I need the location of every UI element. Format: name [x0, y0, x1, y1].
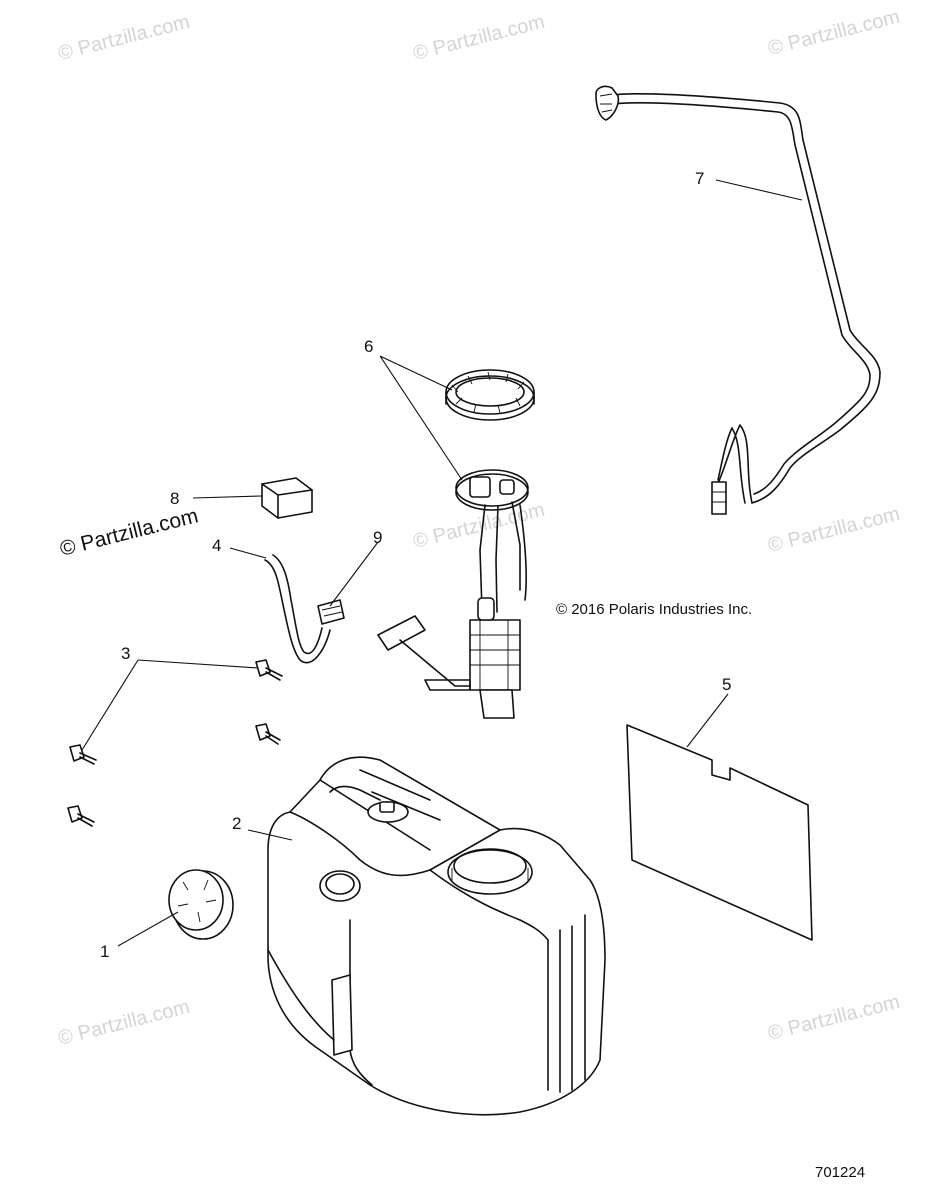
part-8-filter-block[interactable] [261, 477, 313, 519]
watermark-8: © Partzilla.com [766, 991, 902, 1045]
watermark-6: © Partzilla.com [56, 996, 192, 1050]
part-3-bolts[interactable] [67, 659, 283, 827]
drawing-number: 701224 [815, 1164, 865, 1181]
part-6-fuel-pump-assembly[interactable] [377, 369, 535, 719]
watermark-5: © Partzilla.com [766, 503, 902, 557]
bolt-3[interactable] [69, 744, 97, 765]
part-5-decal[interactable] [626, 724, 813, 941]
callout-6: 6 [364, 337, 373, 356]
callout-9: 9 [373, 528, 382, 547]
callout-7: 7 [695, 169, 704, 188]
watermark-2: © Partzilla.com [411, 11, 547, 65]
bolt-4[interactable] [67, 805, 95, 827]
watermark-main: © Partzilla.com [58, 504, 201, 561]
callout-8: 8 [170, 489, 179, 508]
callout-numbers: 1 2 3 4 5 6 7 8 9 [100, 169, 731, 961]
part-9-connector[interactable] [317, 599, 345, 625]
callout-4: 4 [212, 536, 221, 555]
watermark-3: © Partzilla.com [766, 6, 902, 60]
callout-5: 5 [722, 675, 731, 694]
part-2-fuel-tank[interactable] [267, 756, 606, 1116]
copyright-notice: © 2016 Polaris Industries Inc. [556, 601, 752, 618]
callout-3: 3 [121, 644, 130, 663]
bolt-1[interactable] [255, 659, 283, 681]
part-7-vent-hose[interactable] [595, 85, 881, 515]
part-1-fuel-cap[interactable] [168, 869, 234, 940]
leader-lines [81, 179, 803, 947]
callout-2: 2 [232, 814, 241, 833]
watermark-1: © Partzilla.com [56, 11, 192, 65]
callout-1: 1 [100, 942, 109, 961]
bolt-2[interactable] [255, 723, 281, 745]
part-4-wire-harness[interactable] [264, 554, 331, 664]
